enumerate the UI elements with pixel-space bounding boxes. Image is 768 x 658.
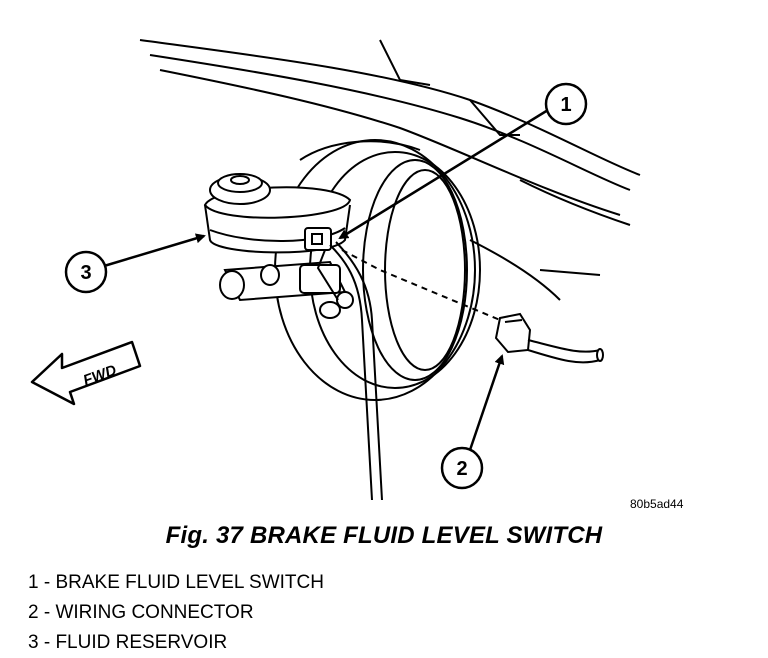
legend-item-3: 3 - FLUID RESERVOIR [28,632,228,653]
callout-3: 3 [64,233,206,294]
legend-item-1: 1 - BRAKE FLUID LEVEL SWITCH [28,572,324,593]
fluid-reservoir [203,173,352,254]
wiring-harness [316,241,501,501]
callout-2: 2 [440,354,505,490]
callout-3-number: 3 [80,262,91,284]
fluid-level-switch [304,227,332,251]
image-code: 80b5ad44 [630,497,684,511]
legend-item-2: 2 - WIRING CONNECTOR [28,602,254,623]
figure-caption: Fig. 37 BRAKE FLUID LEVEL SWITCH [165,522,603,549]
brake-booster [274,139,481,401]
callout-1: 1 [338,82,588,240]
fwd-arrow: FWD [30,340,142,406]
legend-list: 1 - BRAKE FLUID LEVEL SWITCH 2 - WIRING … [28,568,324,658]
master-cylinder [219,260,354,319]
callout-1-number: 1 [560,94,571,116]
callout-2-number: 2 [456,458,467,480]
vehicle-body-lines [139,39,641,301]
brake-fluid-diagram: 1 2 3 FWD 80b5ad44 [30,39,684,511]
wiring-connector [494,312,604,364]
